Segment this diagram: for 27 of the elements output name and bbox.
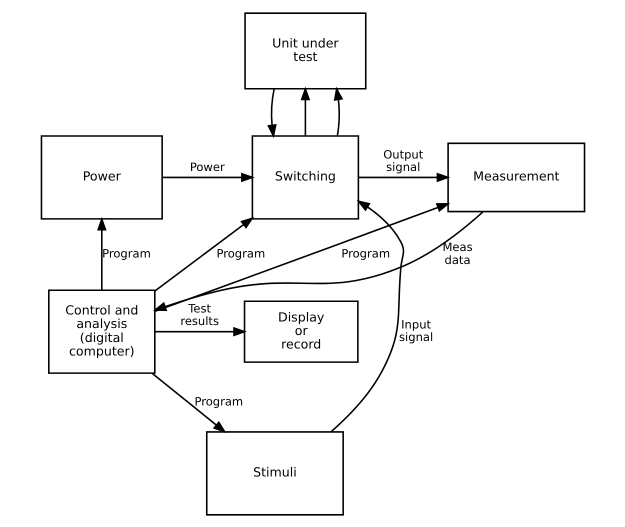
edge-label: Meas data (442, 240, 472, 266)
arrow (154, 202, 450, 312)
arrow (154, 326, 246, 336)
arrow (151, 372, 226, 433)
node-box: Switching (251, 134, 359, 220)
node-box: Control and analysis (digital computer) (48, 288, 156, 374)
arrow (96, 216, 106, 290)
edge-label: Program (194, 394, 243, 408)
arrow (300, 86, 310, 136)
node-box: Measurement (446, 142, 585, 212)
node-box: Display or record (243, 300, 358, 362)
node-box: Stimuli (205, 430, 344, 516)
node-box: Unit under test (244, 12, 366, 90)
arrow (162, 172, 254, 182)
arrow (154, 216, 254, 291)
edge-label: Test results (180, 301, 218, 328)
node-box: Power (40, 134, 162, 220)
edge-label: Output signal (382, 146, 423, 174)
arrow (266, 88, 276, 138)
edge-label: Input signal (398, 316, 433, 344)
edge-label: Program (340, 246, 390, 260)
edge-label: Program (216, 246, 265, 260)
edge-label: Power (189, 159, 224, 174)
edge-label: Program (102, 246, 150, 260)
arrow (333, 86, 343, 136)
arrow (358, 172, 450, 182)
arrow (330, 199, 404, 432)
